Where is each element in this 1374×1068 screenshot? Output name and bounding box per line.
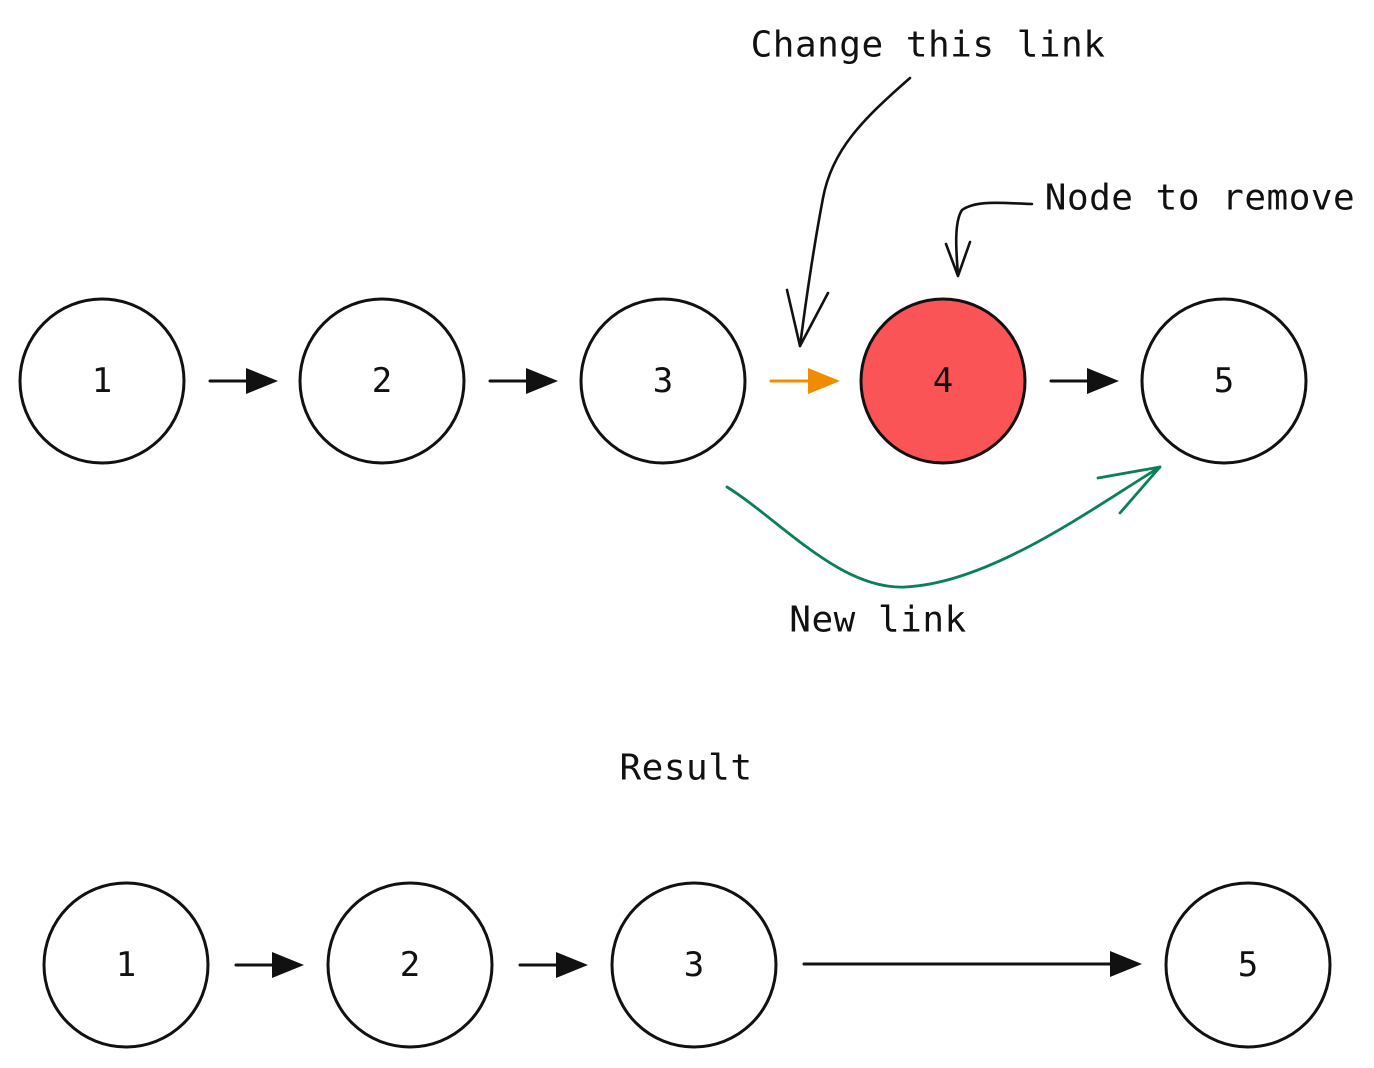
before-node-5: 5 bbox=[1140, 297, 1308, 465]
change-link-pointer-arrowhead bbox=[785, 288, 830, 348]
new-link-arrowhead bbox=[1096, 465, 1162, 515]
node-to-remove-pointer-line bbox=[954, 201, 1034, 277]
after-node-3: 3 bbox=[610, 881, 778, 1049]
new-link-curve bbox=[725, 465, 1162, 589]
after-node-3-label: 3 bbox=[684, 945, 704, 985]
after-link-1-2 bbox=[234, 952, 304, 978]
node-to-remove-annotation: Node to remove bbox=[944, 178, 1355, 278]
node-to-remove-label: Node to remove bbox=[1045, 178, 1355, 219]
before-node-5-label: 5 bbox=[1214, 361, 1234, 401]
before-link-1-2-arrowhead bbox=[246, 368, 278, 394]
change-link-pointer-line bbox=[798, 76, 912, 348]
after-node-2-circle bbox=[326, 881, 494, 1049]
new-link-label: New link bbox=[789, 600, 966, 641]
before-link-2-3 bbox=[488, 368, 558, 394]
before-node-2: 2 bbox=[298, 297, 466, 465]
after-link-3-5-arrowhead bbox=[1110, 951, 1142, 977]
before-node-2-circle bbox=[298, 297, 466, 465]
before-node-4-circle bbox=[859, 297, 1027, 465]
after-node-5-circle bbox=[1164, 881, 1332, 1049]
after-link-1-2-arrowhead bbox=[272, 952, 304, 978]
node-to-remove-pointer-arrowhead bbox=[944, 240, 972, 278]
before-node-2-label: 2 bbox=[372, 361, 392, 401]
after-node-2-label: 2 bbox=[400, 945, 420, 985]
after-list: 1 2 3 5 bbox=[42, 881, 1332, 1049]
after-link-2-3 bbox=[518, 952, 588, 978]
after-link-3-5 bbox=[802, 951, 1142, 977]
before-link-3-4-changed bbox=[769, 368, 840, 394]
after-node-5-label: 5 bbox=[1238, 945, 1258, 985]
before-node-3: 3 bbox=[579, 297, 747, 465]
after-node-5: 5 bbox=[1164, 881, 1332, 1049]
after-link-2-3-arrowhead bbox=[556, 952, 588, 978]
result-heading: Result bbox=[619, 748, 752, 789]
change-link-annotation: Change this link bbox=[751, 25, 1106, 348]
new-link-annotation: New link bbox=[725, 465, 1162, 641]
before-link-2-3-arrowhead bbox=[526, 368, 558, 394]
after-node-2: 2 bbox=[326, 881, 494, 1049]
after-node-1-label: 1 bbox=[116, 945, 136, 985]
before-list: 1 2 3 4 bbox=[18, 297, 1308, 465]
after-node-1: 1 bbox=[42, 881, 210, 1049]
after-node-1-circle bbox=[42, 881, 210, 1049]
before-link-4-5-arrowhead bbox=[1087, 368, 1119, 394]
changed-link-arrowhead bbox=[808, 368, 840, 394]
before-node-1-circle bbox=[18, 297, 186, 465]
before-node-1: 1 bbox=[18, 297, 186, 465]
before-link-1-2 bbox=[208, 368, 278, 394]
before-node-3-label: 3 bbox=[653, 361, 673, 401]
after-node-3-circle bbox=[610, 881, 778, 1049]
before-node-4-to-remove: 4 bbox=[859, 297, 1027, 465]
before-node-1-label: 1 bbox=[92, 361, 112, 401]
before-link-4-5 bbox=[1049, 368, 1119, 394]
before-node-5-circle bbox=[1140, 297, 1308, 465]
before-node-4-label: 4 bbox=[933, 361, 953, 401]
change-link-label: Change this link bbox=[751, 25, 1106, 66]
before-node-3-circle bbox=[579, 297, 747, 465]
